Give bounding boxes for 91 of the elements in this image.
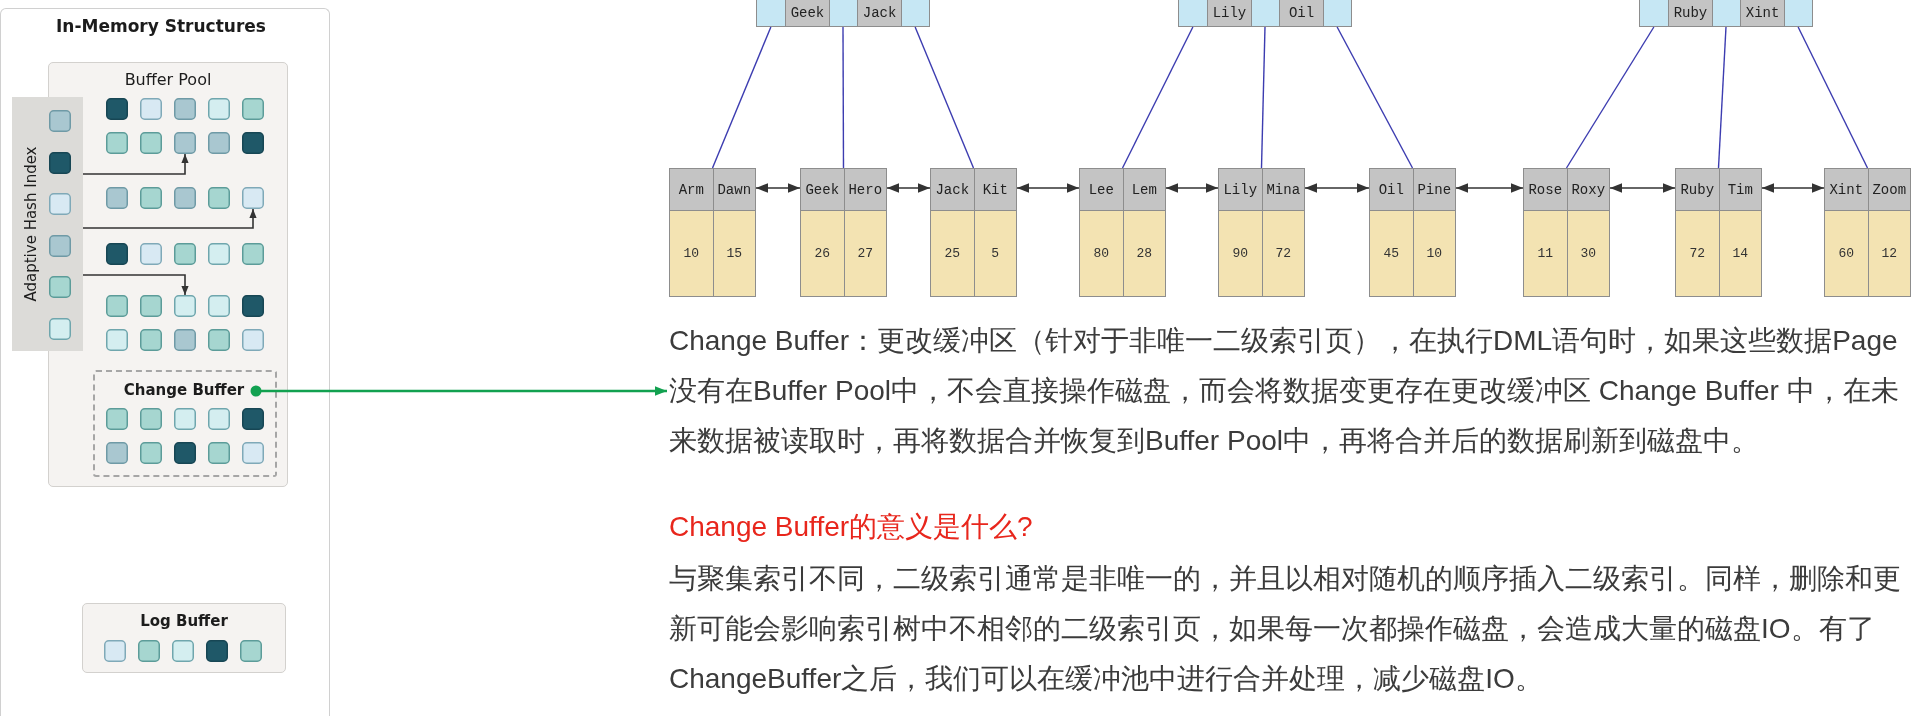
panel-title: Change Buffer [123, 382, 245, 400]
leaf-node [669, 168, 756, 297]
key-cell: Zoom [1867, 169, 1910, 210]
value-cell: 25 [931, 210, 974, 296]
value-cell: 14 [1718, 210, 1761, 296]
key-cell: Rose [1524, 169, 1567, 210]
key-cell: Tim [1718, 169, 1761, 210]
arrow [82, 208, 257, 229]
leaf-node [800, 168, 887, 297]
key-cell: Lee [1080, 169, 1123, 210]
key-cell: Oil [1278, 0, 1324, 26]
key-cell: Arm [670, 169, 713, 210]
value-cell: 72 [1261, 210, 1304, 296]
connector-line [1121, 26, 1194, 169]
value-cell: 28 [1122, 210, 1165, 296]
connector-line [842, 26, 845, 169]
page-icon [174, 132, 196, 154]
key-cell: Xint [1825, 169, 1868, 210]
connector-line [1717, 26, 1727, 169]
value-cell: 80 [1080, 210, 1123, 296]
leaf-node [930, 168, 1017, 297]
arrow [1761, 183, 1825, 193]
arrow [1304, 183, 1370, 193]
value-cell: 90 [1219, 210, 1262, 296]
panel-title: Log Buffer [140, 613, 228, 631]
value-cell: 26 [801, 210, 844, 296]
value-cell: 45 [1370, 210, 1413, 296]
heading: Change Buffer的意义是什么? [669, 510, 1033, 544]
panel [48, 62, 288, 487]
value-cell: 10 [1412, 210, 1455, 296]
key-cell: Kit [973, 169, 1016, 210]
value-cell: 30 [1566, 210, 1609, 296]
value-cell: 60 [1825, 210, 1868, 296]
arrow [1455, 183, 1524, 193]
leaf-node [1079, 168, 1166, 297]
value-cell: 15 [712, 210, 755, 296]
key-cell: Geek [801, 169, 844, 210]
connector-line [1797, 26, 1869, 169]
key-cell: Geek [784, 0, 830, 26]
arrow [1609, 183, 1676, 193]
page-icon [242, 187, 264, 209]
connector-line [711, 26, 772, 169]
key-cell: Ruby [1667, 0, 1713, 26]
index-node [756, 0, 930, 27]
key-cell: Ruby [1676, 169, 1719, 210]
key-cell: Mina [1261, 169, 1304, 210]
key-cell: Roxy [1566, 169, 1609, 210]
connector-line [1336, 26, 1414, 169]
arrow [82, 153, 189, 175]
arrow [249, 384, 667, 398]
connector-line [914, 26, 975, 169]
key-cell: Lily [1219, 169, 1262, 210]
connector-line [1260, 26, 1266, 169]
panel [82, 603, 286, 673]
panel-title: Buffer Pool [124, 70, 212, 90]
value-cell: 72 [1676, 210, 1719, 296]
key-cell: Lem [1122, 169, 1165, 210]
dashed-panel [93, 370, 277, 477]
key-cell: Hero [843, 169, 886, 210]
paragraph: Change Buffer：更改缓冲区（针对于非唯一二级索引页），在执行DML语句时，如果这些数据Page没有在Buffer Pool中，不会直接操作磁盘，而会将数据变更存在更改缓冲区 Change Buffer 中，在未来数据被读取时，再将数据合并恢复到Buffer Pool中，再将合并后的数据刷新到磁盘中。 [669, 316, 1909, 466]
panel-title: In-Memory Structures [56, 17, 266, 37]
leaf-node [1369, 168, 1456, 297]
value-cell: 12 [1867, 210, 1910, 296]
key-cell: Jack [856, 0, 902, 26]
arrow [82, 274, 189, 296]
leaf-node [1218, 168, 1305, 297]
panel [0, 8, 330, 716]
key-cell: Xint [1739, 0, 1785, 26]
side-band [12, 97, 83, 351]
key-cell: Dawn [712, 169, 755, 210]
key-cell: Pine [1412, 169, 1455, 210]
key-cell: Oil [1370, 169, 1413, 210]
index-node [1178, 0, 1352, 27]
arrow [1165, 183, 1219, 193]
page-icon [174, 295, 196, 317]
arrow [1016, 183, 1080, 193]
value-cell: 10 [670, 210, 713, 296]
leaf-node [1824, 168, 1911, 297]
key-cell: Lily [1206, 0, 1252, 26]
leaf-node [1675, 168, 1762, 297]
value-cell: 27 [843, 210, 886, 296]
leaf-node [1523, 168, 1610, 297]
arrow [886, 183, 931, 193]
value-cell: 5 [973, 210, 1016, 296]
arrow [755, 183, 801, 193]
key-cell: Jack [931, 169, 974, 210]
vertical-label: Adaptive Hash Index [23, 146, 41, 302]
value-cell: 11 [1524, 210, 1567, 296]
paragraph: 与聚集索引不同，二级索引通常是非唯一的，并且以相对随机的顺序插入二级索引。同样，删除和更新可能会影响索引树中不相邻的二级索引页，如果每一次都操作磁盘，会造成大量的磁盘IO。有了ChangeBuffer之后，我们可以在缓冲池中进行合并处理，减少磁盘IO。 [669, 562, 1902, 696]
index-node [1639, 0, 1813, 27]
connector-line [1565, 26, 1655, 169]
